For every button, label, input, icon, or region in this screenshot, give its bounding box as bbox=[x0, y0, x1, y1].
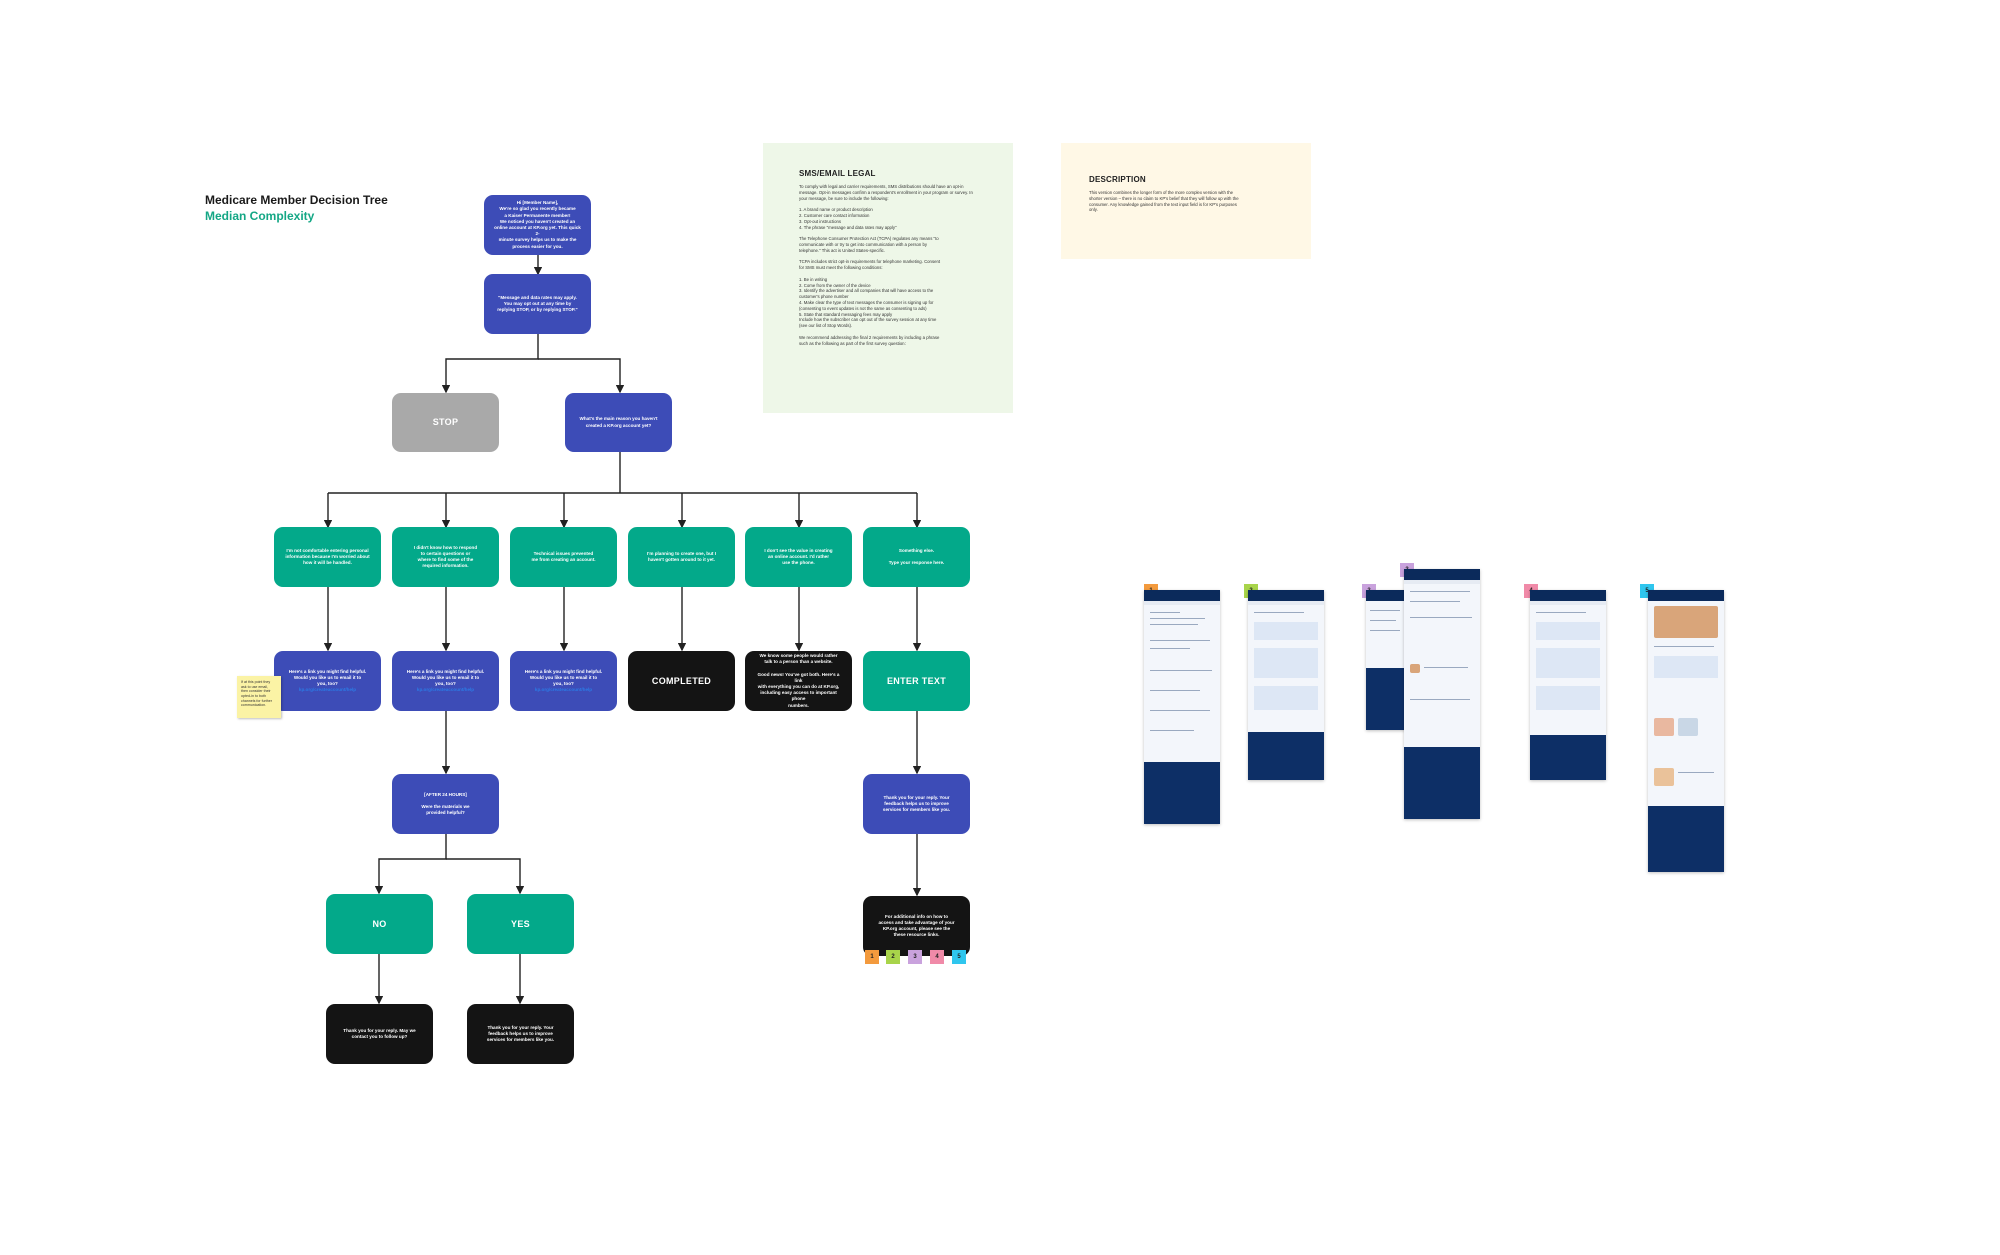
node-link-1-url[interactable]: kp.org/createaccount/help bbox=[298, 687, 357, 693]
thumbnail-page-1[interactable] bbox=[1144, 590, 1220, 824]
thumbnail-page-4[interactable] bbox=[1530, 590, 1606, 780]
node-phone-reply[interactable]: We know some people would rather talk to… bbox=[745, 651, 852, 711]
node-disclaimer[interactable]: "Message and data rates may apply. You m… bbox=[484, 274, 591, 334]
description-heading: DESCRIPTION bbox=[1089, 175, 1146, 184]
node-enter-text[interactable]: ENTER TEXT bbox=[863, 651, 970, 711]
sticky-note[interactable]: If at this point they ask to use email, … bbox=[237, 676, 281, 718]
node-link-3-text: Here's a link you might find helpful. Wo… bbox=[524, 668, 603, 686]
sms-legal-heading: SMS/EMAIL LEGAL bbox=[799, 169, 876, 178]
node-reason-technical[interactable]: Technical issues prevented me from creat… bbox=[510, 527, 617, 587]
resource-badge-3[interactable]: 3 bbox=[908, 950, 922, 964]
resource-badge-1[interactable]: 1 bbox=[865, 950, 879, 964]
node-link-3-url[interactable]: kp.org/createaccount/help bbox=[534, 687, 593, 693]
thumbnail-page-5[interactable] bbox=[1648, 590, 1724, 872]
node-link-1[interactable]: Here's a link you might find helpful. Wo… bbox=[274, 651, 381, 711]
node-thanks-feedback[interactable]: Thank you for your reply. Your feedback … bbox=[863, 774, 970, 834]
sms-legal-note[interactable]: SMS/EMAIL LEGAL To comply with legal and… bbox=[763, 143, 1013, 413]
node-link-2-text: Here's a link you might find helpful. Wo… bbox=[406, 668, 485, 686]
node-thanks-yes[interactable]: Thank you for your reply. Your feedback … bbox=[467, 1004, 574, 1064]
resource-badge-2[interactable]: 2 bbox=[886, 950, 900, 964]
diagram-title: Medicare Member Decision Tree bbox=[205, 193, 388, 207]
node-link-2[interactable]: Here's a link you might find helpful. Wo… bbox=[392, 651, 499, 711]
node-reason-planning[interactable]: I'm planning to create one, but I haven'… bbox=[628, 527, 735, 587]
node-stop[interactable]: STOP bbox=[392, 393, 499, 452]
node-reason-privacy[interactable]: I'm not comfortable entering personal in… bbox=[274, 527, 381, 587]
node-reason-unsure[interactable]: I didn't know how to respond to certain … bbox=[392, 527, 499, 587]
resource-badge-5[interactable]: 5 bbox=[952, 950, 966, 964]
edge-disclaimer-split bbox=[441, 334, 539, 394]
node-reason-other[interactable]: Something else. Type your response here. bbox=[863, 527, 970, 587]
edge-followup-yes bbox=[446, 858, 525, 895]
description-body: This version combines the longer form of… bbox=[1089, 190, 1239, 213]
edge-disclaimer-question bbox=[538, 358, 625, 394]
node-no[interactable]: NO bbox=[326, 894, 433, 954]
node-additional-info[interactable]: For additional info on how to access and… bbox=[863, 896, 970, 956]
edge-followup-no bbox=[374, 833, 447, 895]
node-main-question[interactable]: What's the main reason you haven't creat… bbox=[565, 393, 672, 452]
node-followup-question[interactable]: [AFTER 24 HOURS] Were the materials we p… bbox=[392, 774, 499, 834]
node-completed[interactable]: COMPLETED bbox=[628, 651, 735, 711]
node-thanks-no[interactable]: Thank you for your reply. May we contact… bbox=[326, 1004, 433, 1064]
thumbnail-page-3a[interactable] bbox=[1366, 590, 1406, 730]
node-intro[interactable]: Hi [Member Name], We're so glad you rece… bbox=[484, 195, 591, 255]
node-reason-phone[interactable]: I don't see the value in creating an onl… bbox=[745, 527, 852, 587]
sms-legal-body: To comply with legal and carrier require… bbox=[799, 184, 973, 346]
node-link-2-url[interactable]: kp.org/createaccount/help bbox=[416, 687, 475, 693]
node-link-3[interactable]: Here's a link you might find helpful. Wo… bbox=[510, 651, 617, 711]
thumbnail-page-3b[interactable] bbox=[1404, 569, 1480, 819]
node-link-1-text: Here's a link you might find helpful. Wo… bbox=[288, 668, 367, 686]
diagram-subtitle: Median Complexity bbox=[205, 209, 315, 223]
node-yes[interactable]: YES bbox=[467, 894, 574, 954]
thumbnail-page-2[interactable] bbox=[1248, 590, 1324, 780]
resource-badge-4[interactable]: 4 bbox=[930, 950, 944, 964]
description-note[interactable]: DESCRIPTION This version combines the lo… bbox=[1061, 143, 1311, 259]
